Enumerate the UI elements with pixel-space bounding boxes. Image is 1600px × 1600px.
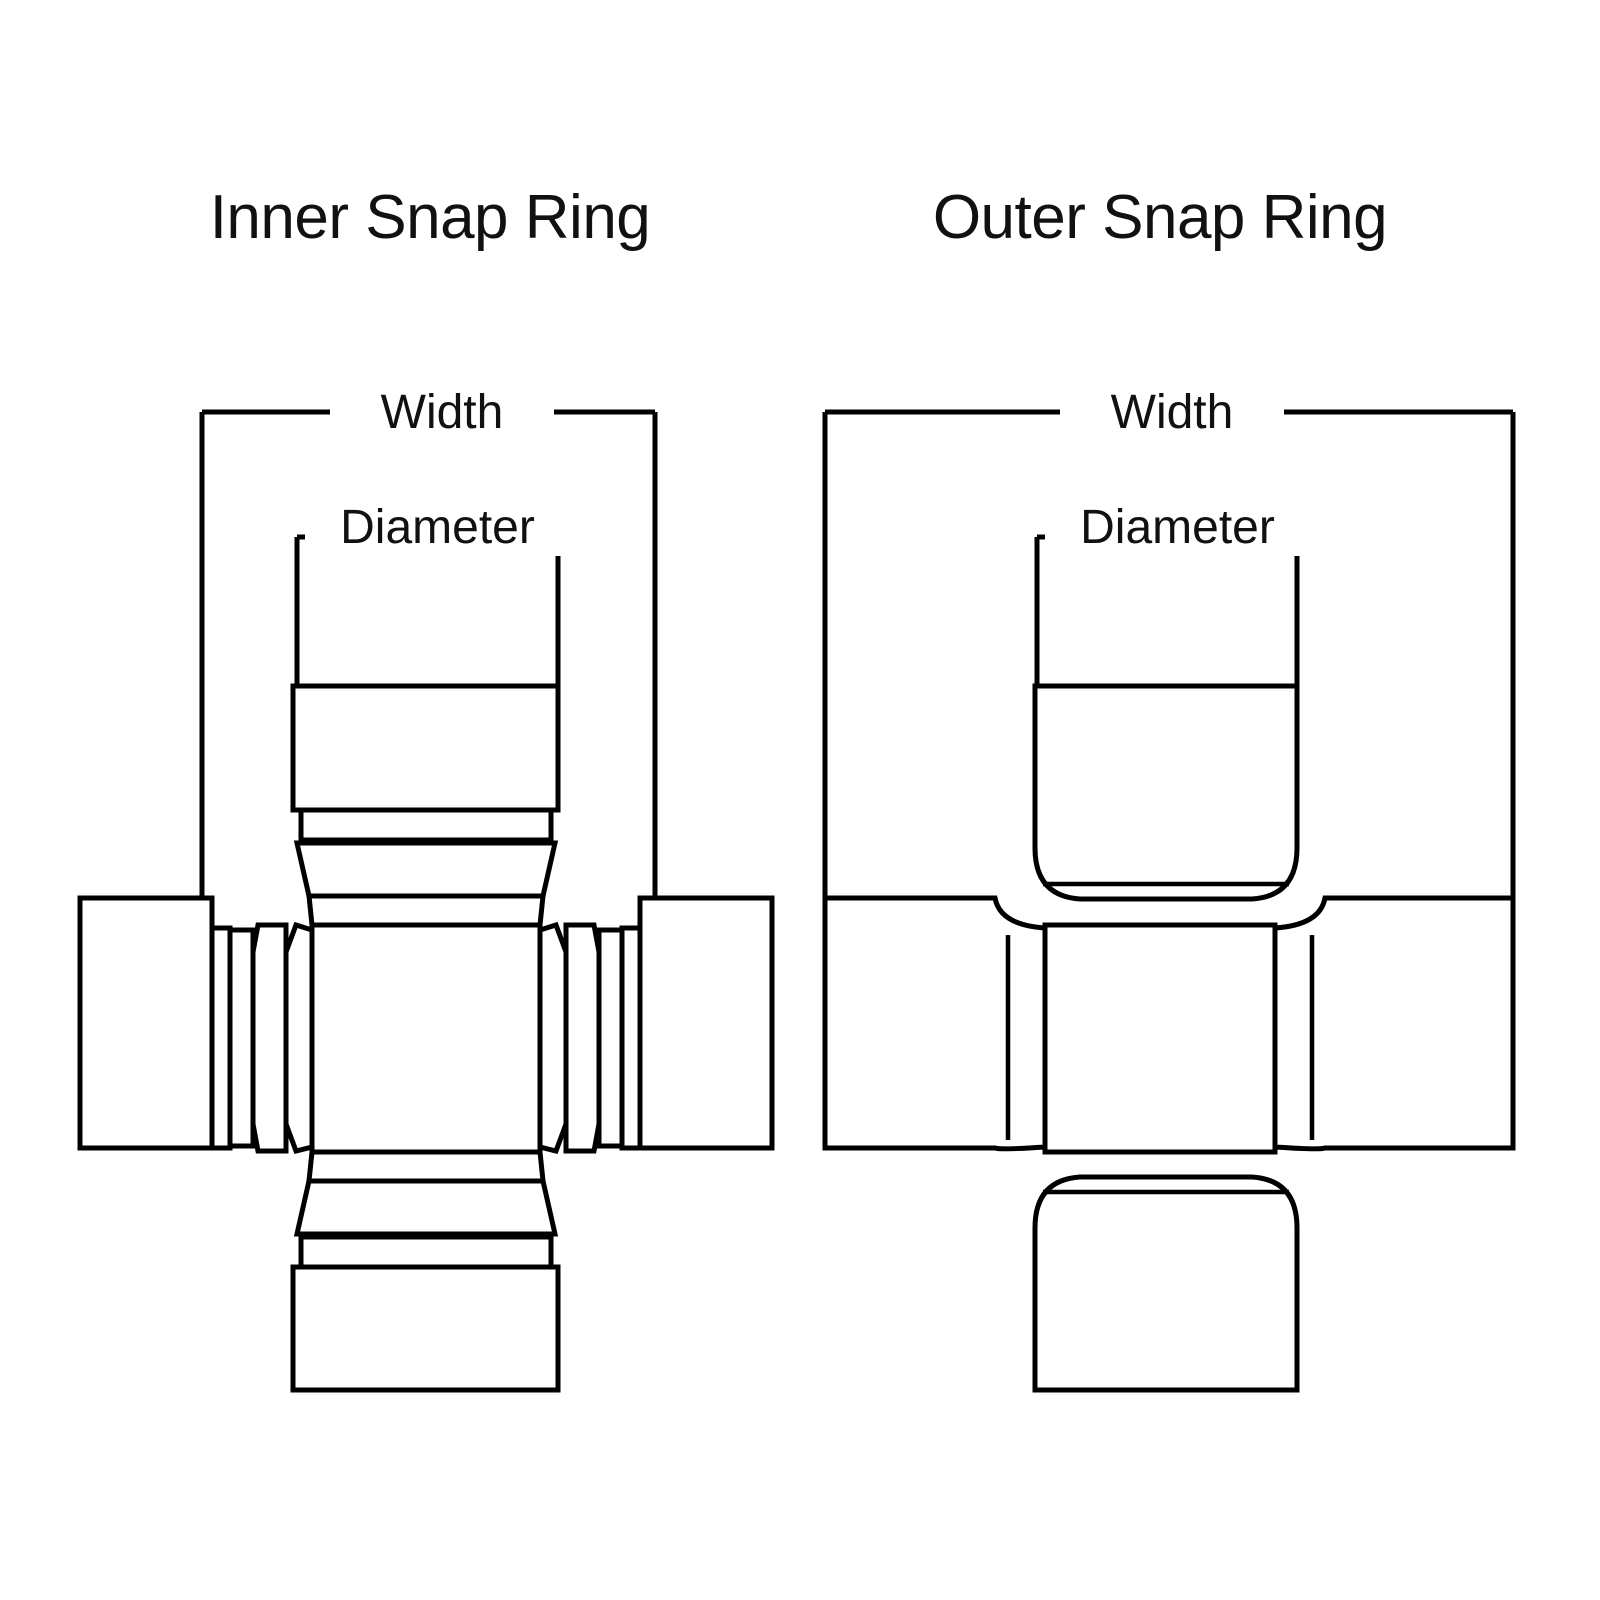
left-arm-right-panel xyxy=(822,895,1048,1152)
cross-body-right xyxy=(1042,922,1278,1155)
right-arm-bearing-cap xyxy=(637,895,775,1151)
panel-title-inner-snap-ring: Inner Snap Ring xyxy=(209,183,651,252)
dimension-diameter-right xyxy=(1034,534,1300,688)
top-cap-snap-ring-band-left xyxy=(298,807,554,843)
top-bearing-cap-right xyxy=(1032,683,1300,902)
top-cap-collar-rim-left xyxy=(306,893,546,928)
top-cap-collar-left xyxy=(293,840,559,899)
dimension-diameter-left xyxy=(294,534,561,688)
bottom-cap-snap-ring-band-left xyxy=(298,1234,554,1270)
dimension-label-diameter-right: Diameter xyxy=(1045,500,1310,556)
bottom-cap-collar-rim-left xyxy=(306,1149,546,1184)
right-arm-left-panel xyxy=(537,895,775,1154)
left-arm-bearing-cap xyxy=(77,895,215,1151)
top-cap-body-left xyxy=(290,683,561,813)
dimension-width-right xyxy=(822,409,1516,900)
panel-outer-snap-ring xyxy=(822,409,1516,1393)
left-arm-cap-step xyxy=(209,925,233,1151)
bottom-bearing-cap-right xyxy=(1032,1174,1300,1393)
left-arm-bearing-cap-right xyxy=(822,895,1048,1152)
cross-center-block-right xyxy=(1042,922,1278,1155)
cross-center-block-left xyxy=(309,922,543,1155)
bottom-cap-body-right xyxy=(1032,1174,1300,1393)
right-arm-collar-inner xyxy=(537,921,569,1154)
panel-title-outer-snap-ring: Outer Snap Ring xyxy=(932,183,1388,252)
right-arm-cap-step xyxy=(619,925,643,1151)
right-arm-bearing-cap-right xyxy=(1272,895,1516,1152)
left-arm-left-panel xyxy=(77,895,315,1154)
dimension-label-diameter-left: Diameter xyxy=(305,500,570,556)
cross-body-left xyxy=(309,922,543,1155)
right-arm-ring-slot xyxy=(596,927,625,1149)
top-cap-body-right xyxy=(1032,683,1300,902)
dimension-label-width-right: Width xyxy=(1060,385,1284,441)
left-arm-ring-slot xyxy=(227,927,256,1149)
dimension-width-left xyxy=(199,409,658,900)
bottom-bearing-cap-left xyxy=(290,1149,561,1393)
bottom-cap-body-left xyxy=(290,1264,561,1393)
dimension-label-width-left: Width xyxy=(330,385,554,441)
panel-inner-snap-ring xyxy=(77,409,775,1393)
right-arm-snap-ring-groove xyxy=(563,922,602,1154)
top-bearing-cap-left xyxy=(290,683,561,928)
right-arm-right-panel xyxy=(1272,895,1516,1152)
left-arm-snap-ring-groove xyxy=(250,922,289,1154)
left-arm-collar-inner xyxy=(283,921,315,1154)
bottom-cap-collar-left xyxy=(293,1178,559,1237)
